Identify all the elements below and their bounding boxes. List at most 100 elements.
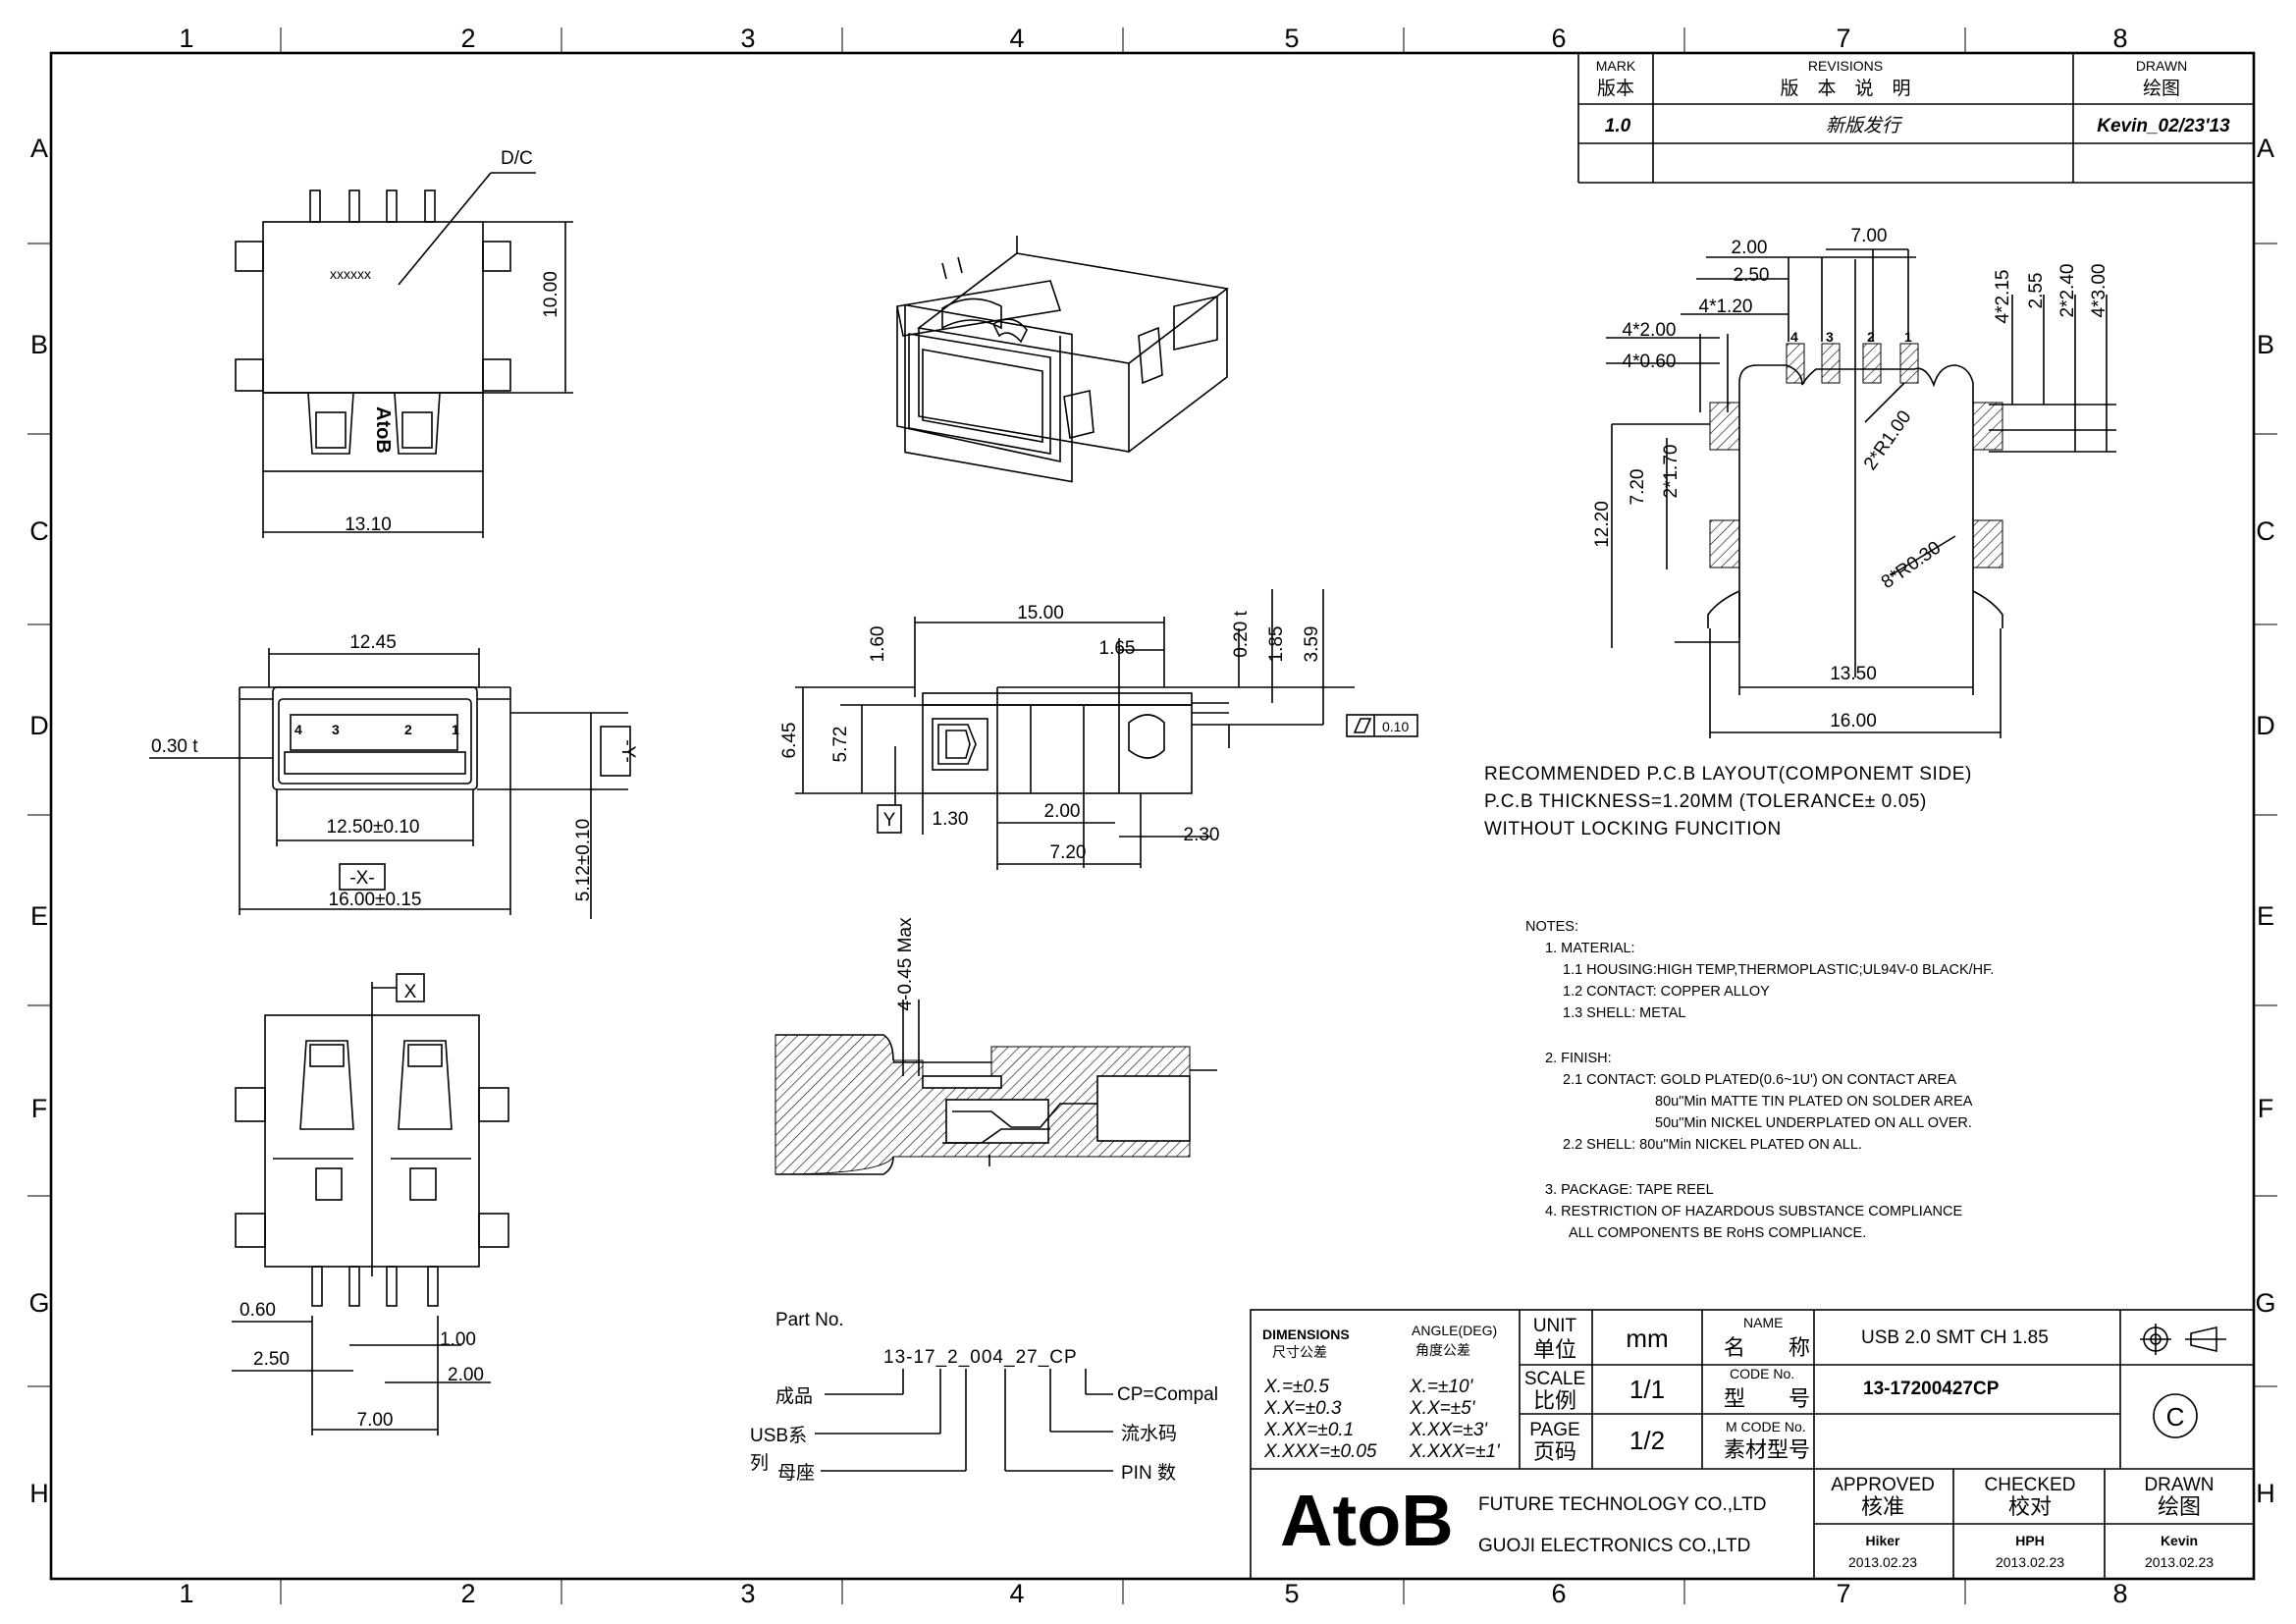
note-line: 50u"Min NICKEL UNDERPLATED ON ALL OVER.: [1655, 1115, 1972, 1131]
legend-series-cont: 列: [750, 1452, 769, 1474]
datum-x-box: X: [404, 982, 417, 1002]
pcb-dim-4x2-00: 4*2.00: [1623, 320, 1677, 341]
rev-drawn-value: Kevin_02/23'13: [2097, 116, 2230, 136]
drawn-date: 2013.02.23: [2145, 1554, 2214, 1570]
note-line: 3. PACKAGE: TAPE REEL: [1545, 1182, 1714, 1198]
pcb-dim-4x0-60: 4*0.60: [1623, 352, 1677, 372]
name-label: NAME: [1743, 1315, 1783, 1330]
dim-1-30: 1.30: [933, 809, 969, 830]
zone-col-label: 3: [740, 1579, 755, 1608]
rev-mark-header-cn: 版本: [1597, 78, 1634, 99]
pcb-pin-number: 2: [1867, 329, 1875, 345]
linear-tolerance: X.=±0.5: [1263, 1377, 1329, 1397]
legend-compal: CP=Compal: [1117, 1384, 1218, 1405]
pcb-dim-8xR0-3: 8*R0.30: [1878, 538, 1945, 594]
zone-row-label: F: [31, 1094, 48, 1123]
dim-6-45: 6.45: [779, 723, 800, 759]
zone-row-label: H: [2256, 1479, 2275, 1508]
note-line: 2. FINISH:: [1545, 1051, 1612, 1066]
pcb-dim-4x2-15: 4*2.15: [1993, 270, 2013, 324]
pcb-caption-line: RECOMMENDED P.C.B LAYOUT(COMPONEMT SIDE): [1484, 764, 1972, 785]
rev-drawn-header-cn: 绘图: [2143, 78, 2180, 99]
front-view: 12.45 0.30 t 4 3 2 1 12.50±0.10 -X- -Y- …: [149, 632, 638, 919]
pin-number: 4: [294, 722, 302, 737]
note-line: ALL COMPONENTS BE RoHS COMPLIANCE.: [1569, 1225, 1866, 1241]
pcb-dim-4x1-20: 4*1.20: [1699, 297, 1753, 317]
note-line: 80u"Min MATTE TIN PLATED ON SOLDER AREA: [1655, 1094, 1973, 1110]
side-view: 15.00 1.60 1.65 0.20 t 1.85 3.59 6.45 5.…: [779, 589, 1418, 870]
company-name-2: GUOJI ELECTRONICS CO.,LTD: [1478, 1536, 1750, 1556]
part-number-legend: Part No. 13-17_2_004_27_CP 成品 USB系 列 母座 …: [750, 1310, 1218, 1484]
zone-col-label: 5: [1284, 24, 1299, 53]
pcb-caption-line: P.C.B THICKNESS=1.20MM (TOLERANCE± 0.05): [1484, 791, 1927, 812]
checked-date: 2013.02.23: [1996, 1554, 2064, 1570]
section-view: 4-0.45 Max: [774, 917, 1217, 1175]
dim-1-85: 1.85: [1266, 626, 1287, 663]
page-label: PAGE: [1529, 1420, 1579, 1440]
legend-pin-count: PIN 数: [1121, 1462, 1176, 1484]
drawn-label-cn: 绘图: [2158, 1494, 2201, 1519]
dim-2-30: 2.30: [1184, 825, 1220, 845]
dim-pin-width: 0.60: [240, 1300, 276, 1321]
dim-pin-span: 7.00: [357, 1410, 394, 1431]
dim-0-20: 0.20 t: [1231, 611, 1252, 658]
page-label-cn: 页码: [1533, 1439, 1576, 1464]
zone-col-label: 7: [1836, 1579, 1850, 1608]
mcode-label-cn: 素材型号: [1724, 1437, 1810, 1462]
flatness-value: 0.10: [1382, 719, 1409, 734]
scale-label-cn: 比例: [1533, 1388, 1576, 1413]
approved-label: APPROVED: [1831, 1475, 1935, 1495]
zone-row-label: B: [2257, 330, 2274, 359]
pin-number: 2: [404, 722, 412, 737]
brand-mark: AtoB: [372, 406, 394, 454]
note-line: 4. RESTRICTION OF HAZARDOUS SUBSTANCE CO…: [1545, 1204, 1962, 1219]
dim-height: 10.00: [541, 271, 561, 318]
date-code-label: D/C: [501, 148, 533, 169]
zone-row-label: E: [30, 901, 48, 931]
legend-usb-series: USB系: [750, 1425, 807, 1446]
note-line: 2.1 CONTACT: GOLD PLATED(0.6~1U') ON CON…: [1563, 1072, 1956, 1088]
pcb-dim-2xR1: 2*R1.00: [1860, 407, 1916, 474]
part-no-title: Part No.: [775, 1310, 844, 1330]
pcb-dim-2-00: 2.00: [1732, 238, 1768, 258]
linear-tolerance: X.XX=±0.1: [1263, 1420, 1354, 1440]
legend-serial: 流水码: [1121, 1423, 1177, 1444]
dim-section-max: 4-0.45 Max: [895, 917, 916, 1011]
linear-tolerance: X.XXX=±0.05: [1263, 1441, 1377, 1462]
angular-tolerance: X.X=±5': [1409, 1398, 1476, 1419]
top-view: D/C xxxxxx AtoB 10.00 13.10: [235, 148, 573, 538]
note-line: 2.2 SHELL: 80u"Min NICKEL PLATED ON ALL.: [1563, 1137, 1862, 1153]
rev-revisions-header-cn: 版 本 说 明: [1780, 78, 1910, 99]
dim-tol-header-cn: 尺寸公差: [1272, 1344, 1327, 1360]
dim-1-60: 1.60: [868, 626, 888, 663]
code-label-cn: 型 号: [1724, 1386, 1810, 1411]
dim-7-20: 7.20: [1050, 842, 1087, 863]
dim-5-72: 5.72: [830, 727, 851, 763]
rev-revisions-header: REVISIONS: [1808, 58, 1883, 74]
code-label: CODE No.: [1730, 1366, 1794, 1381]
zone-row-label: C: [29, 516, 49, 546]
zone-col-label: 1: [179, 24, 193, 53]
zone-row-label: H: [29, 1479, 49, 1508]
linear-tolerance: X.X=±0.3: [1263, 1398, 1342, 1419]
datum-y: -Y-: [617, 739, 638, 763]
zone-col-label: 4: [1009, 1579, 1024, 1608]
dim-body-height: 5.12±0.10: [573, 819, 594, 901]
zone-labels: 1 2 3 4 5 6 7 8 1 2 3 4 5 6 7 8 A B C D …: [28, 24, 2275, 1608]
checked-label-cn: 校对: [2008, 1494, 2052, 1519]
note-line: 1. MATERIAL:: [1545, 941, 1635, 956]
product-name: USB 2.0 SMT CH 1.85: [1861, 1327, 2049, 1348]
dim-pin-gap: 1.00: [440, 1329, 476, 1350]
dim-2-00: 2.00: [1044, 801, 1081, 822]
checked-by: HPH: [2015, 1533, 2045, 1548]
pin-number: 3: [332, 722, 340, 737]
zone-col-label: 8: [2112, 24, 2127, 53]
ang-tol-header-cn: 角度公差: [1415, 1342, 1470, 1358]
angular-tolerance: X.=±10': [1409, 1377, 1474, 1397]
page-value: 1/2: [1629, 1426, 1665, 1455]
unit-label: UNIT: [1533, 1316, 1577, 1336]
name-label-cn: 名 称: [1724, 1335, 1810, 1360]
pcb-dim-2-55: 2.55: [2026, 273, 2047, 309]
sheet-frame: 1 2 3 4 5 6 7 8 1 2 3 4 5 6 7 8 A B C D …: [27, 24, 2277, 1608]
pcb-dim-13-50: 13.50: [1830, 664, 1877, 684]
